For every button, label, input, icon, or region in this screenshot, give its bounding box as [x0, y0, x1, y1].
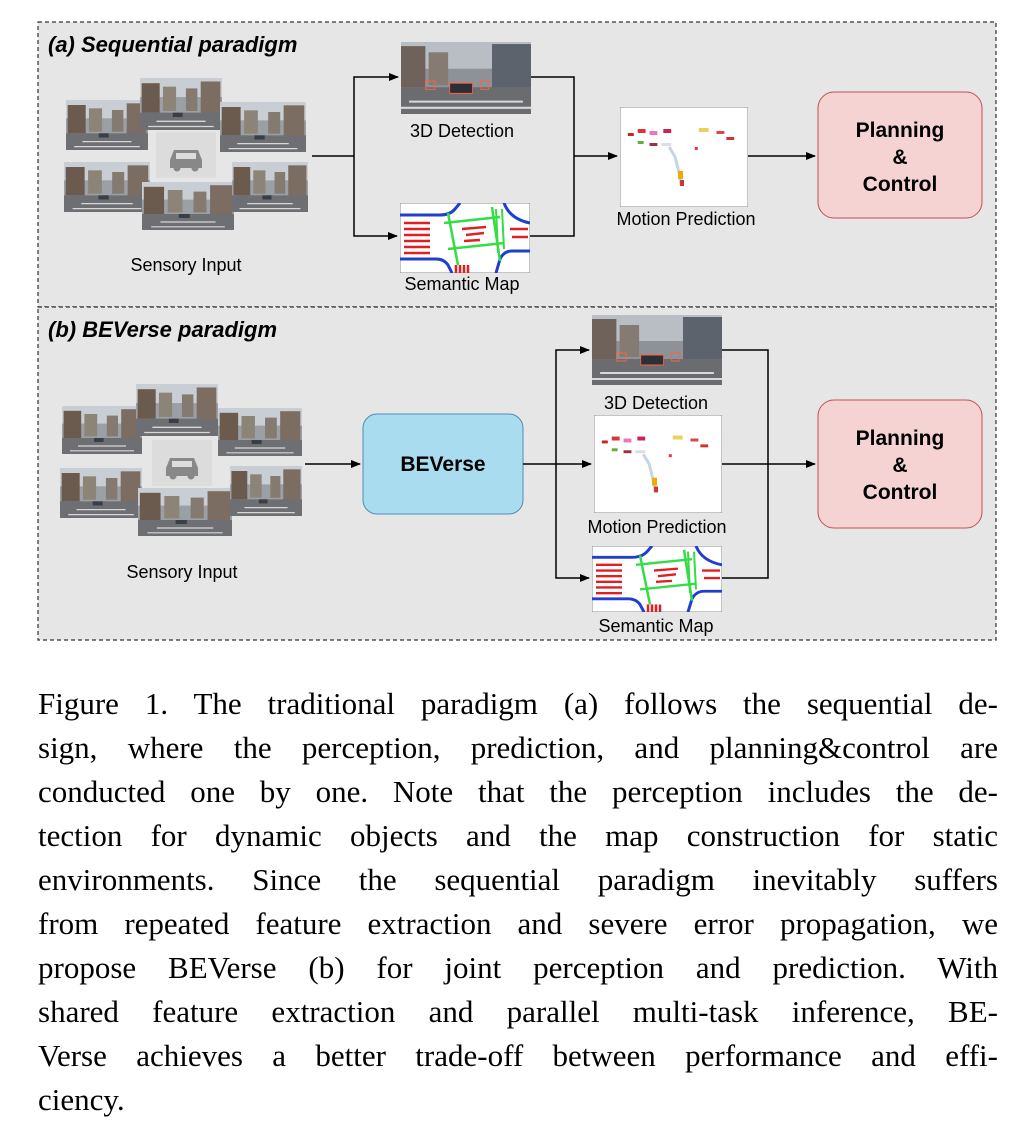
control-text-b: Control	[863, 481, 938, 504]
planning-text-a: Planning	[856, 119, 945, 142]
semantic-map-label-a: Semantic Map	[404, 274, 519, 294]
motion-prediction-image-b	[594, 415, 722, 513]
semantic-map-label-b: Semantic Map	[598, 616, 713, 636]
amp-text-a: &	[892, 146, 907, 169]
amp-text-b: &	[892, 454, 907, 477]
motion-prediction-label-a: Motion Prediction	[616, 209, 755, 229]
caption-line: conducted one by one. Note that the perc…	[38, 774, 998, 809]
caption-line: sign, where the perception, prediction, …	[38, 730, 998, 765]
car-icon	[170, 150, 202, 172]
detection-image-b	[592, 315, 722, 385]
planning-text-b: Planning	[856, 427, 945, 450]
sensory-input-images-a	[64, 78, 308, 230]
control-text-a: Control	[863, 173, 938, 196]
detection-label-b: 3D Detection	[604, 393, 708, 413]
semantic-map-image-b	[592, 546, 722, 612]
caption-line: propose BEVerse (b) for joint perception…	[38, 950, 998, 985]
panel-a: (a) Sequential paradigm Sensory Input 3D…	[37, 21, 997, 308]
sensory-input-label-b: Sensory Input	[126, 562, 237, 582]
motion-prediction-image-a	[620, 107, 748, 207]
panel-b: (b) BEVerse paradigm Sensory Input BEVer…	[37, 306, 997, 641]
caption-line: from repeated feature extraction and sev…	[38, 906, 998, 941]
caption-line: Figure 1. The traditional paradigm (a) f…	[38, 686, 998, 721]
planning-box-b: Planning & Control	[817, 399, 983, 529]
caption-line: Verse achieves a better trade-off betwee…	[38, 1038, 998, 1073]
planning-box-a: Planning & Control	[817, 91, 983, 219]
car-icon	[166, 458, 198, 480]
beverse-box: BEVerse	[362, 413, 524, 515]
panel-b-title: (b) BEVerse paradigm	[48, 317, 277, 342]
sensory-input-images-b	[60, 384, 302, 536]
caption-line: environments. Since the sequential parad…	[38, 862, 998, 897]
sensory-input-label-a: Sensory Input	[130, 255, 241, 275]
motion-prediction-label-b: Motion Prediction	[587, 517, 726, 537]
arrows-b	[305, 346, 816, 582]
caption-line: tection for dynamic objects and the map …	[38, 818, 998, 853]
caption-line: shared feature extraction and parallel m…	[38, 994, 998, 1029]
detection-image-a	[401, 42, 531, 114]
detection-label-a: 3D Detection	[410, 121, 514, 141]
beverse-label: BEVerse	[400, 453, 485, 476]
arrows-a	[312, 73, 816, 240]
semantic-map-image-a	[400, 203, 530, 273]
caption-line: ciency.	[38, 1082, 125, 1117]
figure-caption: Figure 1. The traditional paradigm (a) f…	[38, 682, 998, 1122]
figure-diagram: (a) Sequential paradigm Sensory Input 3D…	[37, 21, 997, 641]
panel-a-title: (a) Sequential paradigm	[48, 32, 297, 57]
